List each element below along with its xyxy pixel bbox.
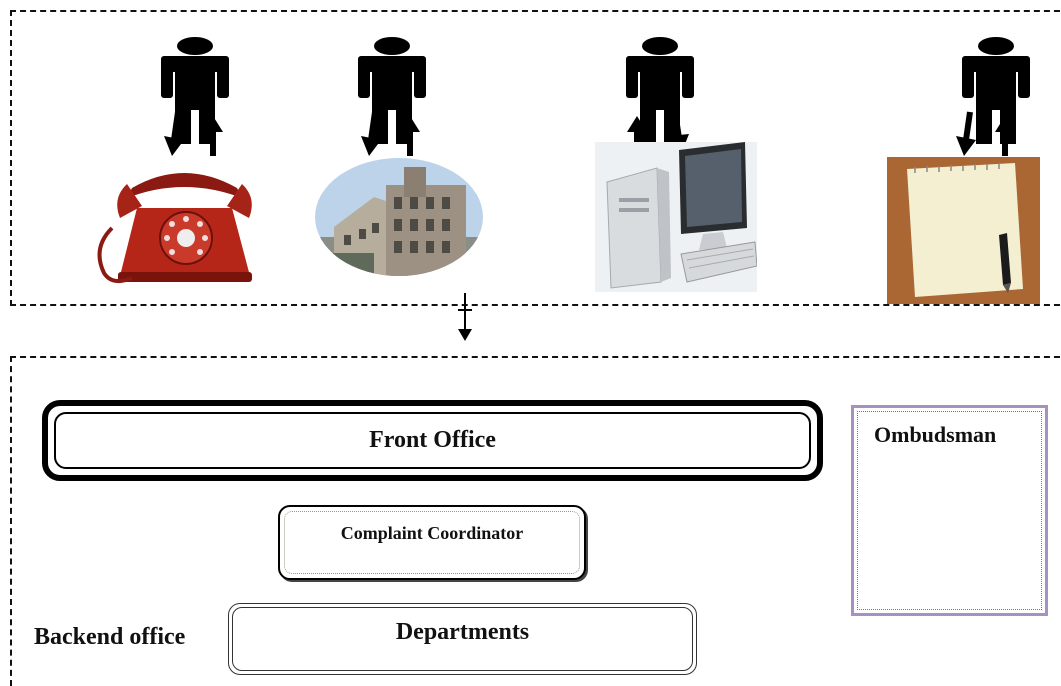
backend-office-label: Backend office — [34, 624, 186, 650]
ombudsman-label: Ombudsman — [874, 422, 997, 447]
complaint-coordinator-box: Complaint Coordinator — [278, 505, 586, 580]
notepad-icon — [887, 157, 1040, 304]
two-way-arrow-icon — [361, 111, 420, 156]
ombudsman-box: Ombudsman — [851, 405, 1048, 616]
building-icon — [315, 158, 483, 276]
connector-arrow — [458, 293, 472, 341]
person-icon — [626, 37, 694, 144]
departments-label: Departments — [395, 619, 530, 645]
departments-box: Departments — [228, 603, 697, 675]
front-office-label: Front Office — [369, 427, 496, 453]
channels-group-frame — [10, 10, 1061, 306]
two-way-arrow-icon — [956, 111, 1015, 156]
computer-icon — [595, 142, 757, 292]
person-icon — [358, 37, 426, 144]
front-office-box: Front Office — [42, 400, 823, 481]
person-icon — [161, 37, 229, 144]
organization-group-frame — [10, 356, 1061, 686]
complaint-coordinator-label: Complaint Coordinator — [340, 523, 524, 543]
two-way-arrow-icon — [164, 111, 223, 156]
telephone-icon — [97, 173, 252, 284]
